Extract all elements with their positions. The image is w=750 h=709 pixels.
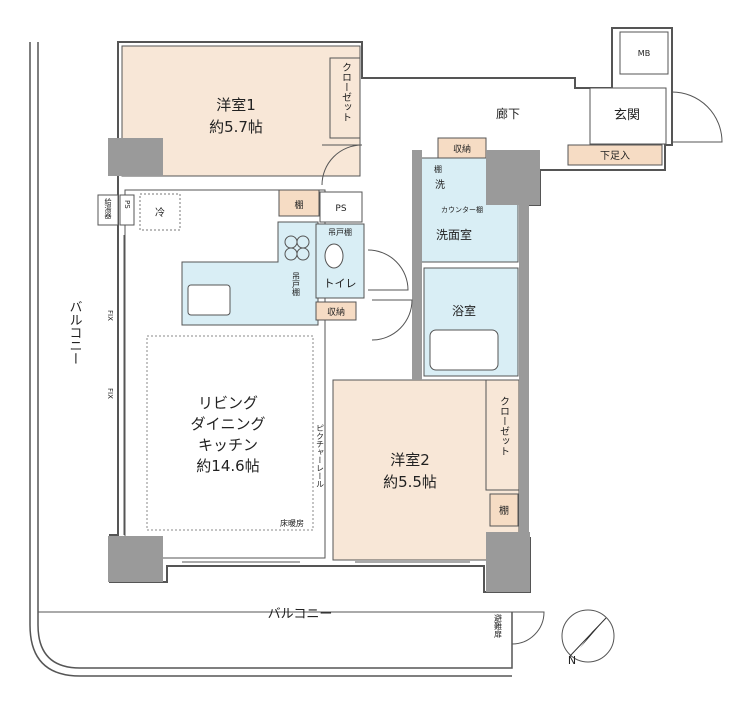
- column: [486, 150, 540, 205]
- bathtub: [429, 329, 499, 371]
- entrance-label: 玄関: [614, 108, 640, 123]
- evacuation-hatch-label: 避難扉: [494, 613, 503, 639]
- balcony-side-label: バルコニー: [67, 300, 83, 365]
- toilet-label: トイレ: [324, 277, 357, 290]
- hanging-shelf-a-label: 吊戸棚: [328, 227, 352, 237]
- bedroom2-name: 洋室2: [390, 451, 430, 469]
- storage-toilet: [315, 301, 357, 321]
- ps2-label: PS: [335, 204, 346, 214]
- fridge-space: [139, 193, 181, 231]
- ps2-box: [319, 191, 363, 223]
- bathroom-label: 浴室: [452, 303, 476, 318]
- ps1-label: PS: [123, 200, 131, 209]
- storage-toilet-label: 収納: [327, 306, 345, 318]
- balcony-outline-outer: [29, 42, 512, 677]
- storage-hall-label: 収納: [453, 143, 471, 155]
- shoe-box-label: 下足入: [600, 150, 630, 162]
- balcony-outline: [37, 42, 513, 669]
- fix1-label: FIX: [106, 310, 114, 321]
- compass: [561, 609, 615, 663]
- bedroom1-name: 洋室1: [216, 96, 256, 114]
- wash-shelf-label: 棚: [434, 164, 442, 174]
- mb-label: MB: [638, 49, 650, 58]
- fix2-label: FIX: [106, 388, 114, 399]
- shelf1-label: 棚: [294, 199, 303, 211]
- wall-column: [412, 150, 422, 380]
- bedroom2-size: 約5.5帖: [383, 473, 437, 491]
- mb-box: [619, 31, 669, 75]
- water-heater-label: 給湯器: [104, 197, 112, 220]
- washer-label: 洗: [435, 179, 445, 191]
- shelf2-label: 棚: [499, 504, 509, 517]
- evacuation-door: [511, 611, 545, 645]
- toilet-bowl: [324, 243, 344, 269]
- toilet-door: [367, 249, 409, 291]
- entrance-door: [671, 91, 723, 143]
- picture-rail-label: ピクチャーレール: [316, 424, 325, 488]
- hall-door: [371, 299, 413, 341]
- column: [486, 532, 530, 592]
- hanging-shelf-b-label: 吊戸棚: [292, 272, 301, 297]
- kitchen-sink: [187, 284, 231, 316]
- stove-burner: [296, 247, 310, 261]
- ldk-line1: リビング: [198, 394, 258, 412]
- ldk-size: 約14.6帖: [196, 457, 259, 475]
- storage-hall: [437, 137, 487, 159]
- counter-label: カウンター棚: [441, 205, 483, 214]
- fridge-label: 冷: [155, 206, 165, 219]
- balcony-bottom-label: バルコニー: [268, 607, 333, 622]
- shoe-box: [567, 144, 663, 166]
- column: [108, 138, 163, 176]
- water-heater-box: [97, 194, 119, 226]
- shelf1: [278, 189, 320, 217]
- closet1: [329, 57, 361, 139]
- floor-heating-label: 床暖房: [280, 518, 304, 528]
- ldk-line2: ダイニング: [190, 415, 265, 433]
- shelf2: [489, 493, 519, 527]
- hallway-label: 廊下: [496, 106, 520, 121]
- ldk-line3: キッチン: [198, 436, 258, 454]
- bedroom1-door: [321, 144, 363, 186]
- ps1-box: [119, 194, 135, 226]
- column: [108, 536, 163, 582]
- wall-column: [519, 205, 529, 535]
- compass-north-label: N: [568, 654, 576, 667]
- bedroom1-size: 約5.7帖: [209, 118, 263, 136]
- closet1-label: クローゼット: [340, 62, 352, 122]
- closet2-label: クローゼット: [498, 396, 510, 456]
- entrance-floor: [589, 87, 667, 145]
- washroom-label: 洗面室: [436, 227, 472, 242]
